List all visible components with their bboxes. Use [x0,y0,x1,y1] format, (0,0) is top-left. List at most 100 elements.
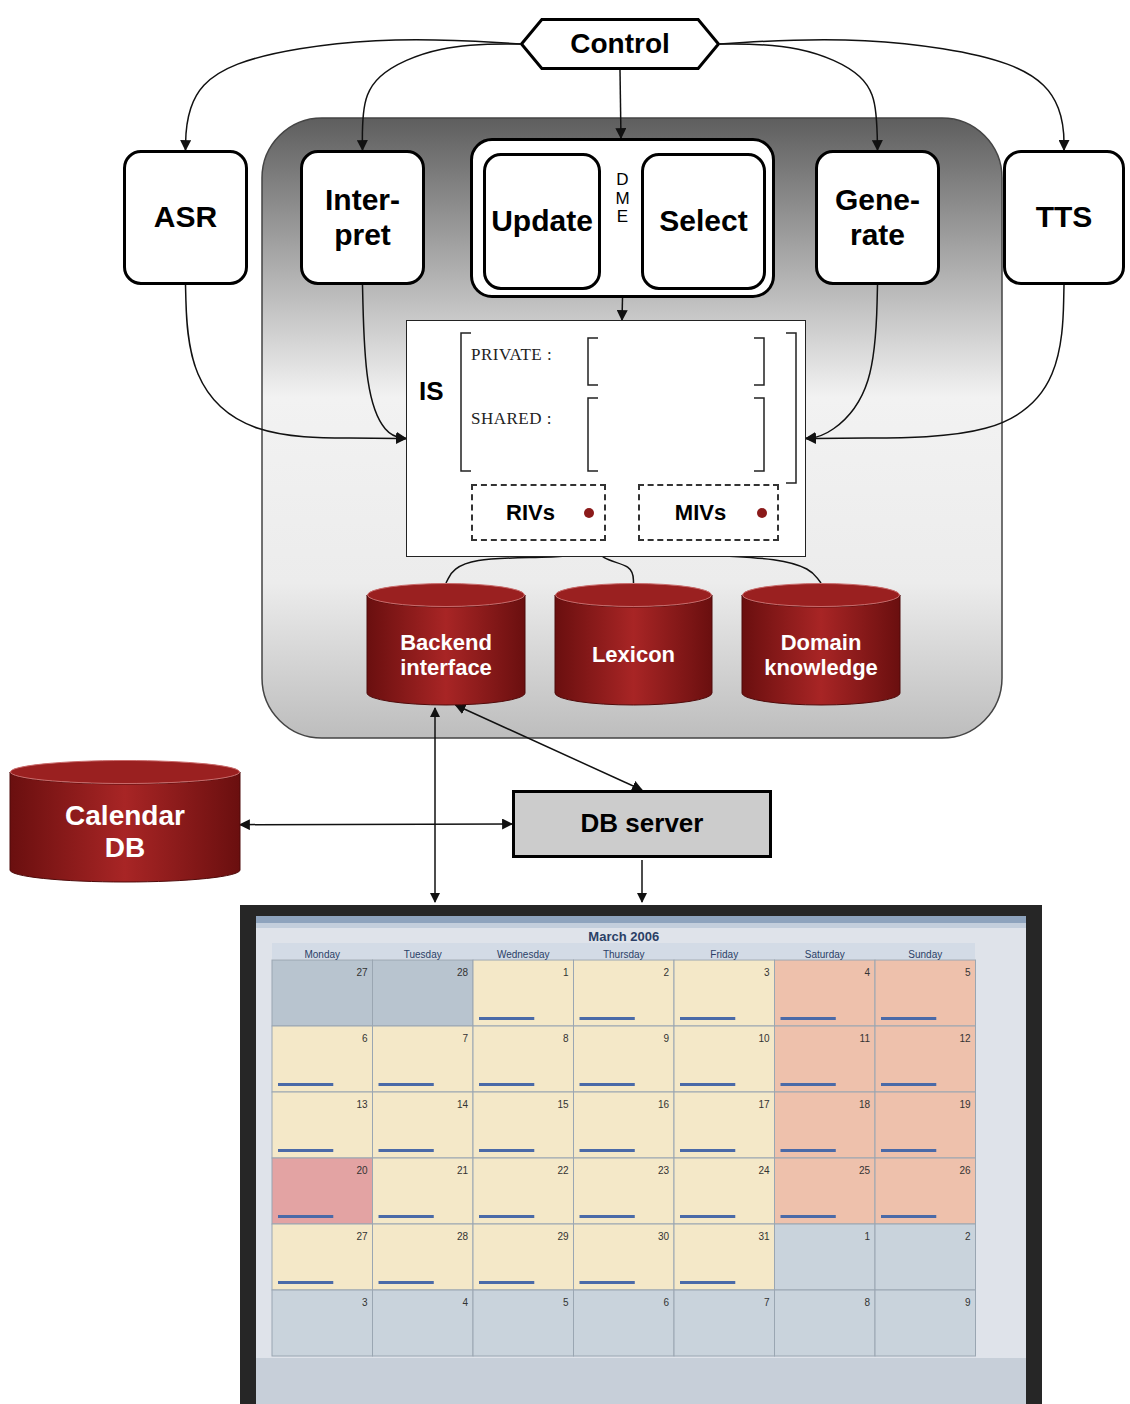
event-bar [278,1215,333,1218]
connector [186,40,521,150]
label-anchor: 17 [674,1094,770,1112]
server-box: DB server [512,790,772,858]
calendar-cell [674,1026,775,1092]
day-number: 18 [859,1099,870,1110]
day-number: 3 [362,1297,368,1308]
calendar-cell [574,1158,675,1224]
event-bar [881,1215,936,1218]
module-box: TTS [1003,150,1125,285]
calendar-cell [473,1224,574,1290]
calendar-cell [875,1224,976,1290]
window-title-bar [256,916,1026,923]
connector [621,298,623,320]
label-anchor: 4 [775,962,871,980]
label-anchor: Tuesday [373,944,474,962]
cylinder-top [743,584,900,607]
day-number: 7 [764,1297,770,1308]
module-box: Gene- rate [815,150,940,285]
connector [806,285,1064,439]
label-anchor: 19 [875,1094,971,1112]
day-number: 24 [758,1165,769,1176]
label-anchor: 24 [674,1160,770,1178]
day-number: 1 [563,967,569,978]
label-anchor: 25 [775,1160,871,1178]
label-anchor: 22 [473,1160,569,1178]
calendar-cell [875,1158,976,1224]
weekday-header: Saturday [805,949,845,960]
node-text: TTS [1036,200,1093,235]
day-number: 7 [462,1033,468,1044]
day-number: 4 [462,1297,468,1308]
label-anchor: 5 [875,962,971,980]
day-number: 27 [356,967,367,978]
label-anchor: 13 [272,1094,368,1112]
label-anchor: 1 [473,962,569,980]
day-number: 9 [663,1033,669,1044]
label-anchor: Saturday [775,944,876,962]
node-text: Select [659,204,747,239]
event-bar [781,1215,836,1218]
calendar-cell [775,960,876,1026]
day-number: 8 [864,1297,870,1308]
calendar-cell [373,1092,474,1158]
day-number: 19 [959,1099,970,1110]
cylinder-top [556,584,712,607]
calendar-cell [674,960,775,1026]
node-text: MIVs [675,500,726,525]
label-anchor: 23 [574,1160,670,1178]
node-text: DB server [581,809,704,839]
day-number: 8 [563,1033,569,1044]
label-anchor: 21 [373,1160,469,1178]
event-bar [881,1149,936,1152]
label-anchor: 2 [875,1226,971,1244]
node-text: Inter- pret [307,183,418,252]
calendar-cell [373,1158,474,1224]
dialogue-system-region [262,118,1002,738]
calendar-cell [875,960,976,1026]
node-text: Backend interface [371,630,521,681]
event-bar [479,1083,534,1086]
event-bar [278,1149,333,1152]
event-bar [680,1017,735,1020]
day-number: 6 [362,1033,368,1044]
hexagon-shape [522,20,719,69]
label-anchor: 3 [272,1292,368,1310]
node-text: Calendar DB [50,800,200,864]
label-anchor: 12 [875,1028,971,1046]
node-text: SHARED : [471,409,552,429]
event-bar [479,1215,534,1218]
window-toolbar [256,923,1026,928]
day-number: 27 [356,1231,367,1242]
label-anchor: 6 [574,1292,670,1310]
day-number: 28 [457,967,468,978]
label-anchor: 1 [775,1226,871,1244]
bracket [588,338,598,385]
day-number: 26 [959,1165,970,1176]
day-number: 13 [356,1099,367,1110]
calendar-cell [574,1290,675,1356]
label-anchor: 6 [272,1028,368,1046]
label-anchor: 18 [775,1094,871,1112]
weekday-header: Sunday [908,949,942,960]
variable-box: MIVs [638,484,779,541]
database-cylinder: Backend interface [367,583,525,705]
weekday-header: Wednesday [497,949,550,960]
event-bar [379,1215,434,1218]
node-text: D M E [614,171,631,227]
day-number: 30 [658,1231,669,1242]
cylinder-body [10,772,240,882]
label-anchor: 11 [775,1028,871,1046]
bracket [588,398,598,471]
label-anchor: March 2006 [272,927,976,945]
event-bar [580,1149,635,1152]
label-anchor: 31 [674,1226,770,1244]
label-anchor: 7 [373,1028,469,1046]
day-number: 22 [557,1165,568,1176]
day-number: 20 [356,1165,367,1176]
module-box: Inter- pret [300,150,425,285]
event-bar [278,1281,333,1284]
weekday-header: Monday [304,949,340,960]
event-bar [379,1083,434,1086]
connector [720,40,1064,150]
